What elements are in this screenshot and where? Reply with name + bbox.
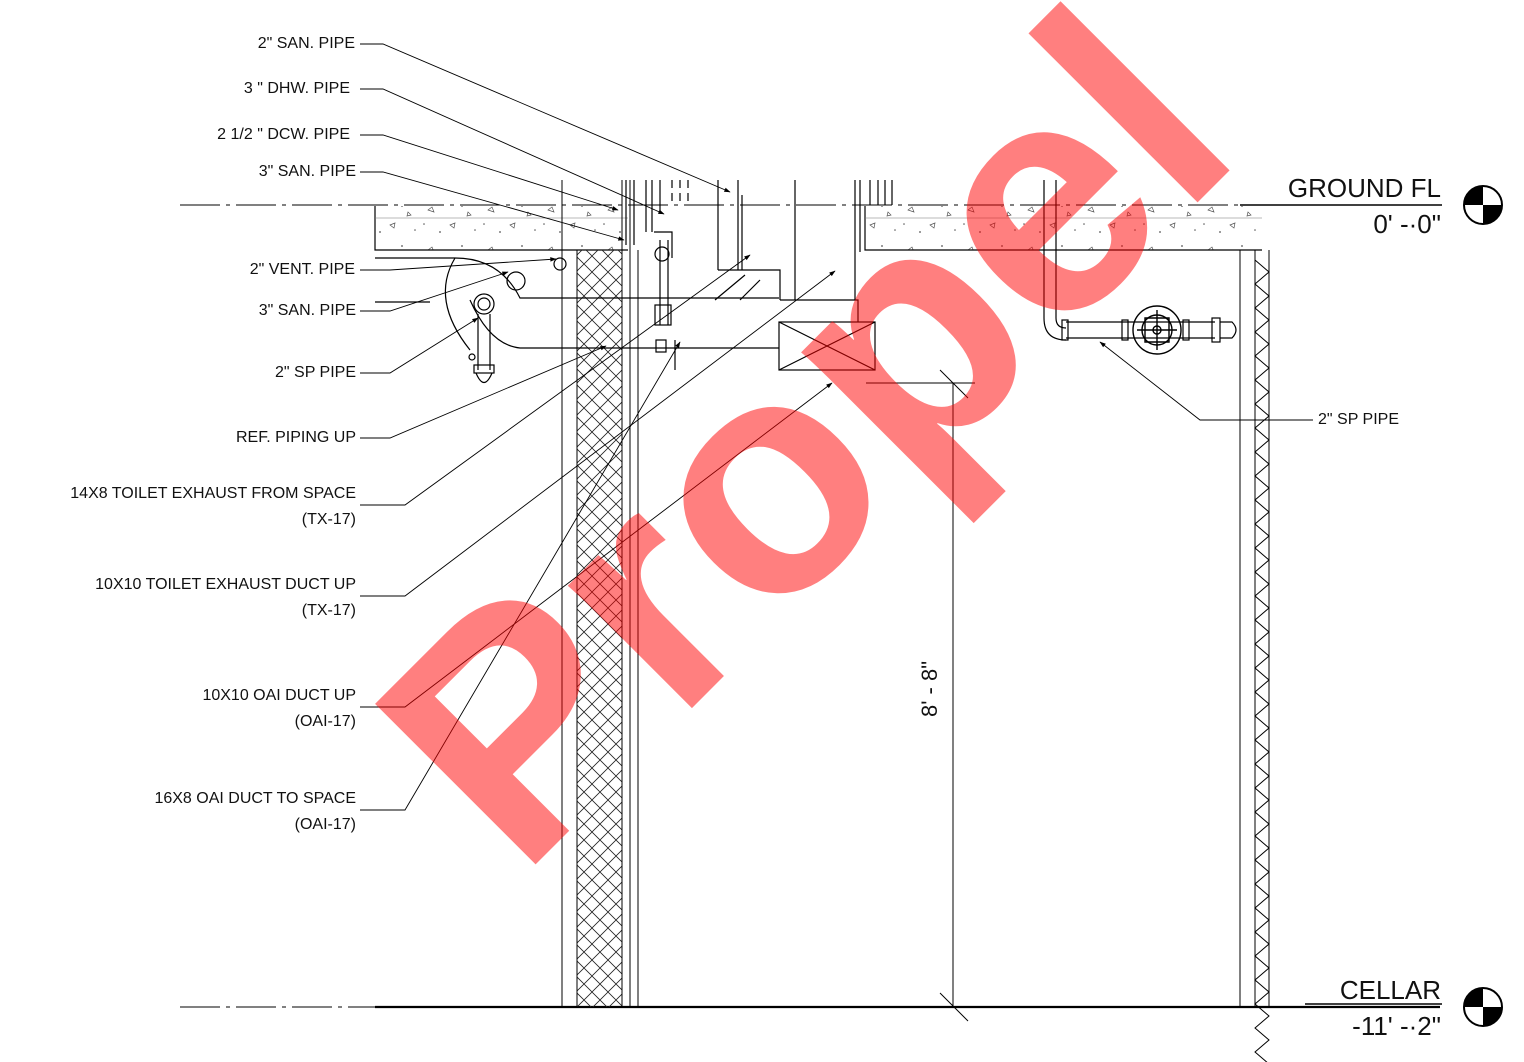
- right-wall: [1239, 250, 1270, 1062]
- label-toilet-exh-14x8-tag: (TX-17): [301, 511, 356, 528]
- horizontal-duct: [375, 257, 779, 351]
- sp-pipe-right: [1043, 180, 1237, 343]
- label-san-pipe-3-mid: 3" SAN. PIPE: [258, 302, 356, 319]
- label-oai-10x10-tag: (OAI-17): [294, 713, 356, 730]
- label-oai-10x10: 10X10 OAI DUCT UP: [202, 687, 356, 704]
- left-wall: [561, 180, 639, 1007]
- label-san-pipe-2: 2" SAN. PIPE: [257, 35, 355, 52]
- dimension-height-text: 8' - 8": [917, 660, 942, 718]
- label-toilet-exh-10x10-tag: (TX-17): [301, 602, 356, 619]
- cellar-level-elevation: -11' -·2": [1352, 1011, 1441, 1041]
- label-toilet-exh-14x8: 14X8 TOILET EXHAUST FROM SPACE: [70, 485, 356, 502]
- dimension-line: [866, 369, 975, 1022]
- label-vent-pipe: 2" VENT. PIPE: [249, 261, 355, 278]
- label-dhw-pipe: 3 " DHW. PIPE: [243, 80, 350, 97]
- cellar-level-marker-icon: [1463, 987, 1503, 1027]
- label-san-pipe-3-top: 3" SAN. PIPE: [258, 163, 356, 180]
- label-sp-pipe-right: 2" SP PIPE: [1318, 411, 1399, 428]
- concrete-slab: [374, 206, 1262, 251]
- ground-level-marker-icon: [1463, 185, 1503, 225]
- ducts-and-risers: [625, 180, 893, 371]
- label-oai-16x8: 16X8 OAI DUCT TO SPACE: [154, 790, 356, 807]
- label-toilet-exh-10x10: 10X10 TOILET EXHAUST DUCT UP: [95, 576, 356, 593]
- ground-level-elevation: 0' -·0": [1373, 209, 1441, 239]
- cellar-level-name: CELLAR: [1339, 975, 1441, 1005]
- label-sp-pipe-left: 2" SP PIPE: [275, 364, 356, 381]
- ground-level-name: GROUND FL: [1287, 173, 1441, 203]
- leader-lines: [360, 43, 1313, 811]
- valve-icon: [1132, 305, 1182, 355]
- label-oai-16x8-tag: (OAI-17): [294, 816, 356, 833]
- label-ref-piping: REF. PIPING UP: [235, 429, 356, 446]
- pipe-fittings-left: [468, 231, 676, 384]
- level-underlines: [1240, 204, 1442, 1005]
- label-dcw-pipe: 2 1/2 " DCW. PIPE: [217, 126, 350, 143]
